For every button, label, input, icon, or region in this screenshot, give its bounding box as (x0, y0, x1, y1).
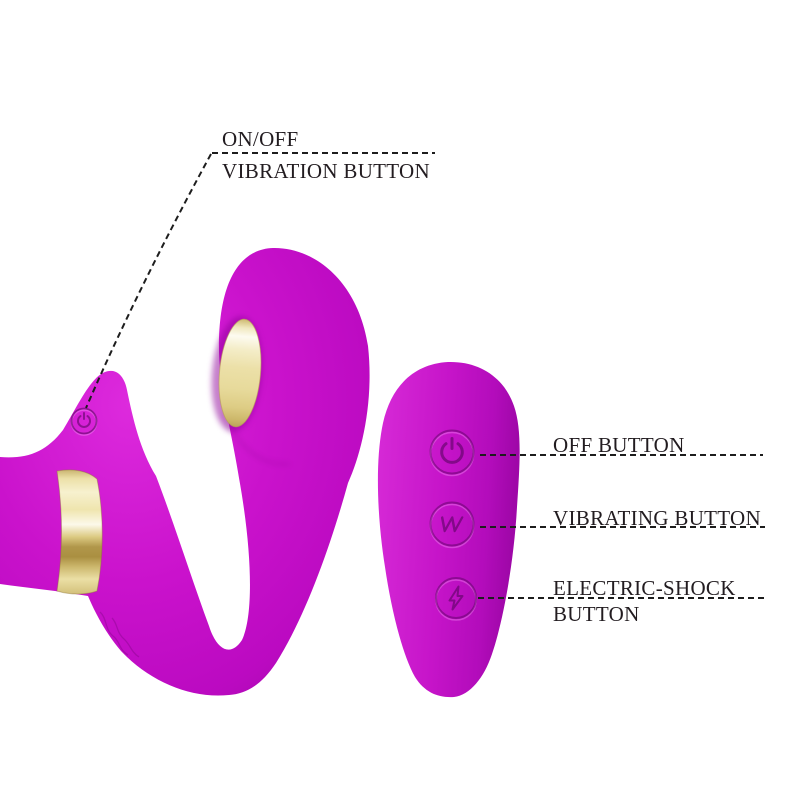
vibrating-button-label: VIBRATING BUTTON (553, 506, 761, 530)
remote-vibrating-button (429, 501, 475, 549)
main-device (0, 247, 370, 696)
callout-off-button: OFF BUTTON (553, 433, 685, 457)
engraved-signature (99, 611, 140, 658)
gold-oval-button (218, 318, 262, 428)
off-button-label: OFF BUTTON (553, 433, 685, 457)
power-icon (70, 407, 98, 436)
main-device-body (0, 247, 370, 696)
lightning-icon (448, 585, 464, 611)
leader-line-vibration-diagonal (85, 153, 212, 409)
power-icon (440, 437, 464, 464)
callout-on-off-vibration: ON/OFF VIBRATION BUTTON (212, 127, 436, 183)
electric-shock-label: ELECTRIC-SHOCK (553, 576, 736, 600)
remote-control (377, 361, 520, 698)
on-off-label: ON/OFF (222, 127, 299, 151)
remote-off-button (429, 429, 475, 477)
callout-electric-shock-button: ELECTRIC-SHOCK BUTTON (553, 576, 736, 626)
remote-electric-shock-button (435, 577, 477, 621)
electric-shock-button-label: BUTTON (553, 602, 640, 626)
remote-body (377, 361, 520, 698)
vibration-button-label: VIBRATION BUTTON (222, 159, 430, 183)
callout-vibrating-button: VIBRATING BUTTON (553, 506, 761, 530)
gold-ring (56, 469, 103, 595)
leader-lines (85, 152, 765, 599)
vibration-wave-icon (440, 516, 464, 533)
